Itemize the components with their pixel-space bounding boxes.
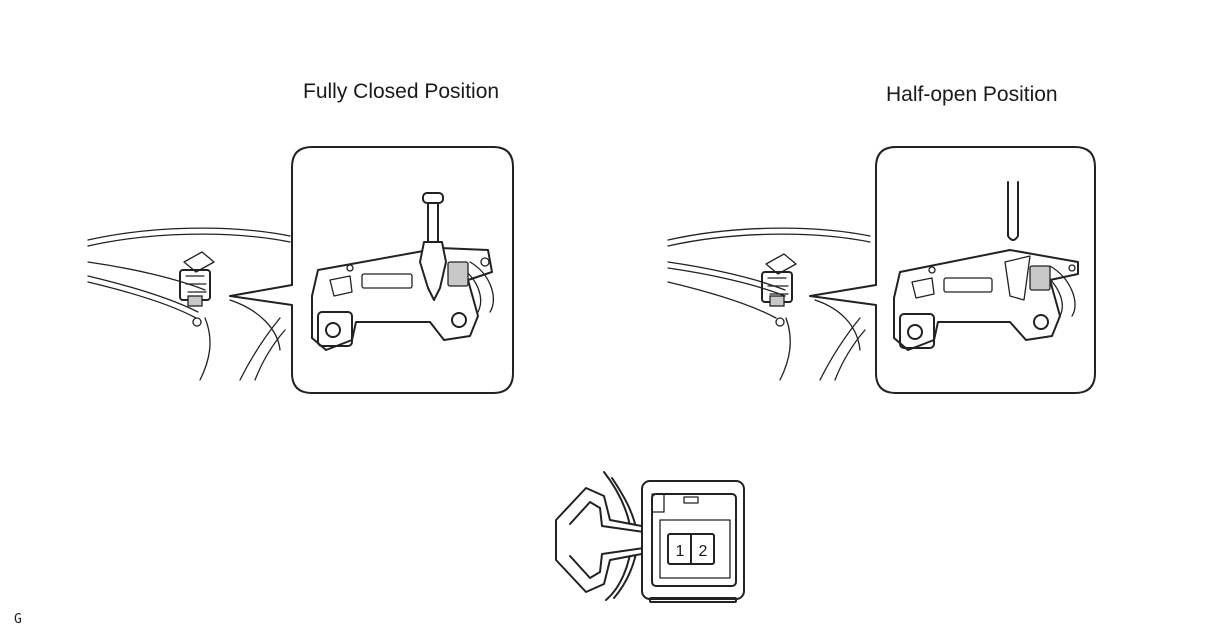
connector-pin-2: 2 <box>699 543 708 560</box>
connector-figure: 1 2 <box>555 471 745 603</box>
connector-pin-1: 1 <box>676 543 685 560</box>
screwdriver-tip-right <box>1007 181 1019 241</box>
callout-box-right <box>809 146 1096 394</box>
fully-closed-title: Fully Closed Position <box>303 80 500 103</box>
callout-box-left <box>229 146 514 394</box>
plunger-tool-left <box>419 192 447 301</box>
half-open-title: Half-open Position <box>886 83 1058 106</box>
vehicle-body-left <box>87 227 291 381</box>
latch-detail-right <box>893 249 1079 351</box>
figure-code: G <box>14 612 22 627</box>
fully-closed-figure <box>87 146 514 394</box>
body-latch-right <box>761 253 797 327</box>
connector-housing <box>641 480 745 600</box>
body-latch-left <box>179 251 215 327</box>
latch-detail-left <box>311 247 494 351</box>
half-open-figure <box>667 146 1096 394</box>
vehicle-body-right <box>667 227 871 381</box>
